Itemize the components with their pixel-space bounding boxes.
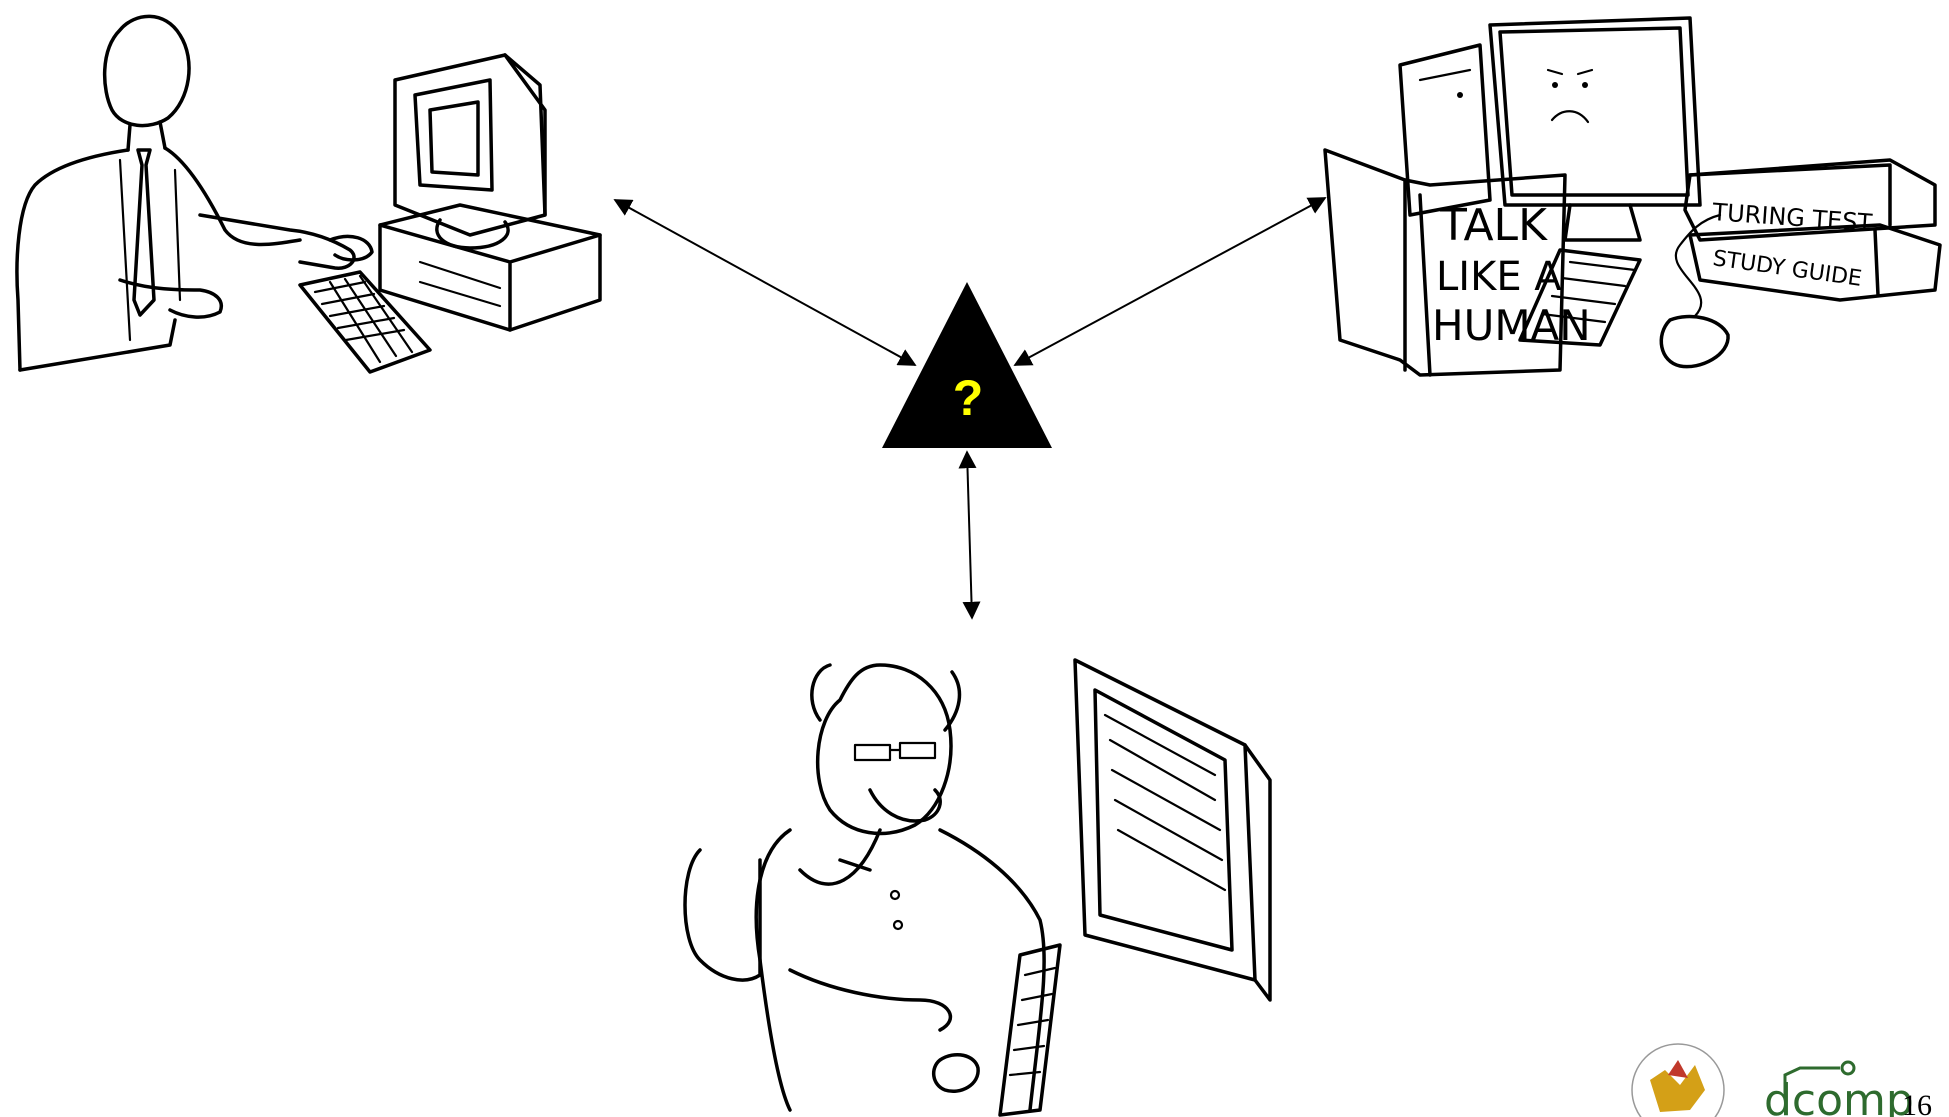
computer-with-books-icon: TALK LIKE A HUMAN TURING TEST STUDY GUID… [1325, 18, 1940, 375]
triangle-interrogator-icon: ? [882, 282, 1052, 448]
book-title-line3: HUMAN [1432, 301, 1591, 350]
arrow-center-to-bottom [967, 452, 972, 618]
university-seal-icon [1632, 1044, 1724, 1117]
book-title-line1: TALK [1439, 200, 1548, 251]
dcomp-logo-icon: dcomp [1764, 1062, 1914, 1117]
question-mark-label: ? [953, 370, 984, 426]
page-number: 16 [1902, 1089, 1932, 1117]
arrow-left-to-center [615, 200, 915, 365]
arrow-right-to-center [1015, 198, 1325, 365]
book-title-line2: LIKE A [1436, 254, 1562, 300]
dcomp-logo-text: dcomp [1764, 1075, 1914, 1117]
person-at-computer-icon [17, 16, 600, 372]
thinking-man-icon [685, 660, 1270, 1115]
